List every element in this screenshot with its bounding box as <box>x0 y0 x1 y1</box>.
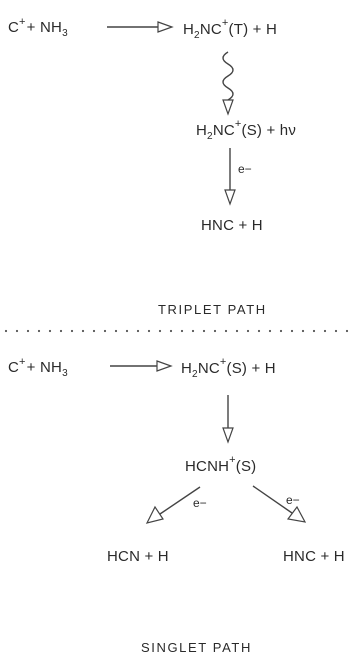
divider-dot <box>257 329 261 333</box>
triplet-product-h2nc-singlet: H2NC+(S) + hν <box>196 118 296 142</box>
path-divider <box>4 329 349 333</box>
divider-dot <box>213 329 217 333</box>
triplet-product-hnc: HNC + H <box>201 217 263 234</box>
singlet-product-hcn: HCN + H <box>107 548 169 565</box>
divider-dot <box>59 329 63 333</box>
divider-dot <box>103 329 107 333</box>
divider-dot <box>4 329 8 333</box>
singlet-electron-label-left: e− <box>193 496 207 510</box>
divider-dot <box>334 329 338 333</box>
singlet-reactant: C++ NH3 <box>8 356 68 379</box>
divider-dot <box>15 329 19 333</box>
divider-dot <box>345 329 349 333</box>
divider-dot <box>26 329 30 333</box>
triplet-electron-arrow <box>224 148 236 206</box>
divider-dot <box>301 329 305 333</box>
divider-dot <box>37 329 41 333</box>
divider-dot <box>81 329 85 333</box>
singlet-arrow-vertical <box>222 395 234 444</box>
divider-dot <box>224 329 228 333</box>
triplet-electron-label: e− <box>238 162 252 176</box>
singlet-arrow-left <box>145 486 201 524</box>
divider-dot <box>290 329 294 333</box>
divider-dot <box>48 329 52 333</box>
divider-dot <box>158 329 162 333</box>
divider-dot <box>235 329 239 333</box>
singlet-arrow-horizontal <box>110 360 173 372</box>
divider-dot <box>125 329 129 333</box>
divider-dot <box>147 329 151 333</box>
divider-dot <box>279 329 283 333</box>
triplet-arrow-horizontal <box>107 21 174 33</box>
singlet-electron-label-right: e− <box>286 493 300 507</box>
triplet-reactant: C++ NH3 <box>8 16 68 39</box>
divider-dot <box>92 329 96 333</box>
singlet-intermediate-hcnh: HCNH+(S) <box>185 454 256 475</box>
singlet-product-h2nc-singlet: H2NC+(S) + H <box>181 356 276 380</box>
divider-dot <box>136 329 140 333</box>
divider-dot <box>268 329 272 333</box>
divider-dot <box>246 329 250 333</box>
singlet-arrow-right <box>252 485 307 523</box>
triplet-path-title: TRIPLET PATH <box>158 302 267 317</box>
divider-dot <box>169 329 173 333</box>
divider-dot <box>180 329 184 333</box>
divider-dot <box>70 329 74 333</box>
triplet-wavy-arrow <box>222 51 234 116</box>
divider-dot <box>202 329 206 333</box>
divider-dot <box>191 329 195 333</box>
divider-dot <box>312 329 316 333</box>
triplet-product-h2nc-triplet: H2NC+(T) + H <box>183 17 277 41</box>
singlet-product-hnc: HNC + H <box>283 548 345 565</box>
divider-dot <box>323 329 327 333</box>
divider-dot <box>114 329 118 333</box>
singlet-path-title: SINGLET PATH <box>141 640 252 655</box>
